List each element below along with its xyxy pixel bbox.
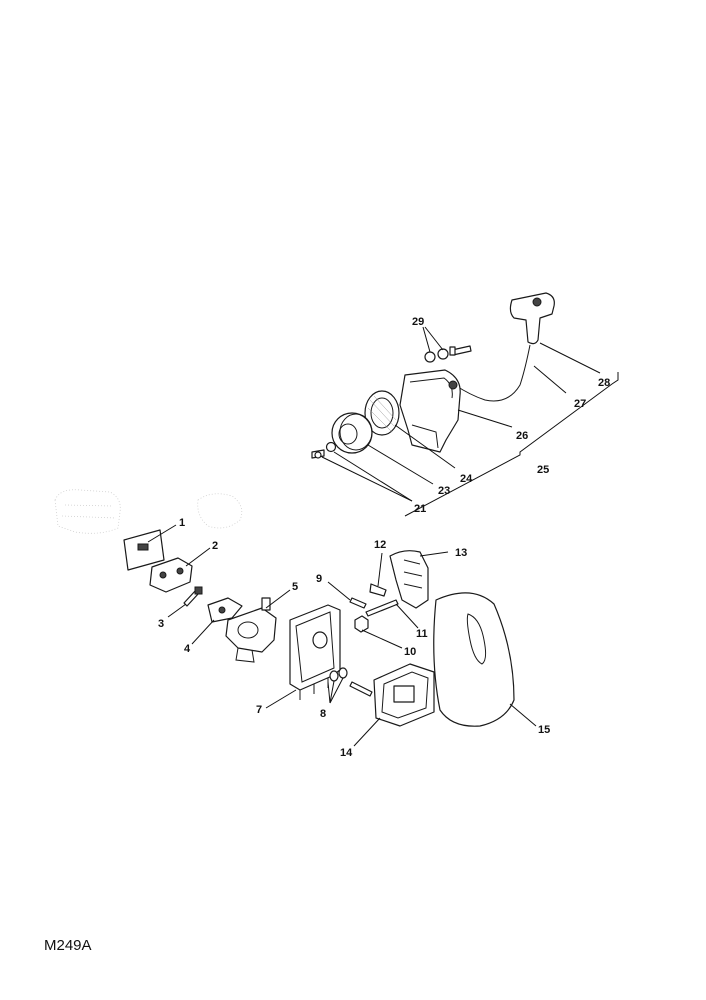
callout-3: 3 bbox=[158, 618, 164, 630]
starter-pulley bbox=[364, 390, 400, 436]
callout-24: 24 bbox=[460, 473, 473, 485]
air-filter-base bbox=[289, 604, 341, 700]
bolt-part-3 bbox=[183, 586, 203, 607]
callout-2: 2 bbox=[212, 540, 218, 552]
starter-rope bbox=[454, 344, 531, 402]
callout-labels: 1 2 3 4 5 7 8 9 10 11 12 13 14 15 21 23 … bbox=[158, 316, 610, 759]
callout-8: 8 bbox=[320, 708, 326, 720]
starter-housing bbox=[399, 369, 461, 453]
callout-4: 4 bbox=[184, 643, 191, 655]
leader-lines-lower bbox=[147, 524, 537, 747]
callout-5: 5 bbox=[292, 581, 298, 593]
filter-screws bbox=[329, 667, 373, 697]
housing-bolt bbox=[424, 345, 472, 363]
engine-ghost-outline bbox=[54, 489, 243, 534]
callout-26: 26 bbox=[516, 430, 528, 442]
air-cleaner-cover bbox=[433, 592, 515, 727]
screw-part-9 bbox=[349, 597, 367, 609]
callout-11: 11 bbox=[416, 628, 428, 640]
rod-part-11 bbox=[365, 599, 399, 617]
starter-reel bbox=[331, 412, 373, 454]
insulator-part-2 bbox=[149, 557, 193, 593]
starter-handle bbox=[509, 292, 555, 345]
choke-cover bbox=[389, 550, 429, 609]
callout-12: 12 bbox=[374, 539, 386, 551]
figure-reference-code: M249A bbox=[44, 937, 92, 954]
callout-10: 10 bbox=[404, 646, 416, 658]
callout-21: 21 bbox=[414, 503, 426, 515]
callout-13: 13 bbox=[455, 547, 467, 559]
nut-part-10 bbox=[354, 615, 369, 633]
gasket-part-4 bbox=[207, 597, 243, 623]
air-filter-element bbox=[373, 663, 435, 727]
leader-lines-upper bbox=[321, 326, 619, 517]
callout-28: 28 bbox=[598, 377, 610, 389]
callout-27: 27 bbox=[574, 398, 586, 410]
callout-15: 15 bbox=[538, 724, 550, 736]
callout-29: 29 bbox=[412, 316, 424, 328]
gasket-part-1 bbox=[123, 529, 165, 571]
clip-part-12 bbox=[369, 583, 387, 597]
callout-9: 9 bbox=[316, 573, 322, 585]
callout-23: 23 bbox=[438, 485, 450, 497]
callout-14: 14 bbox=[340, 747, 353, 759]
reel-screw bbox=[311, 441, 337, 459]
callout-25: 25 bbox=[537, 464, 549, 476]
callout-1: 1 bbox=[179, 517, 185, 529]
carburetor bbox=[225, 597, 277, 663]
callout-7: 7 bbox=[256, 704, 262, 716]
